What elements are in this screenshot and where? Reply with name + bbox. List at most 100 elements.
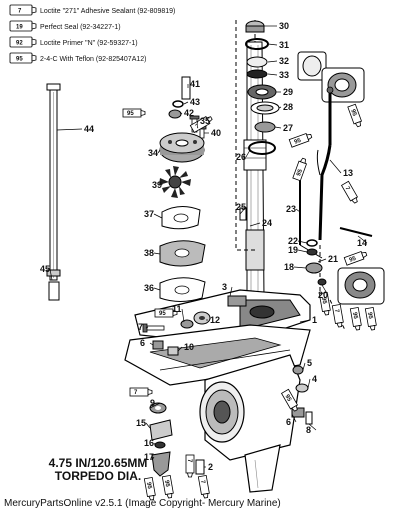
callout-leader-line — [149, 402, 161, 409]
callout-label: 44 — [84, 124, 94, 134]
sealant-tube-icon: 7 — [197, 474, 210, 499]
callout-label: 25 — [236, 202, 246, 212]
callout-label: 15 — [136, 418, 146, 428]
callout-leader-line — [56, 128, 83, 131]
sealant-tube-icon: 95 — [122, 108, 146, 118]
part-10 — [167, 346, 179, 356]
callout-label: 23 — [286, 204, 296, 214]
part-2 — [195, 459, 205, 475]
sealant-tube-number: 95 — [284, 394, 293, 403]
sealant-tube-number: 95 — [320, 297, 327, 305]
sealant-tube-number: 7 — [134, 390, 138, 396]
callout-label: 19 — [288, 245, 298, 255]
sealant-tube-icon: 95 — [154, 308, 178, 318]
callout-leader-line — [307, 378, 311, 389]
legend-tube-number: 95 — [16, 57, 23, 63]
callout-leader-line — [153, 442, 156, 446]
part-34-pump-housing — [159, 132, 205, 163]
part-8 — [305, 411, 313, 425]
part-16 — [154, 441, 166, 449]
sealant-tube-icon: 95 — [364, 306, 377, 331]
gearcase-housing — [124, 289, 311, 493]
callout-label: 7 — [138, 322, 143, 332]
callout-label: 35 — [200, 116, 210, 126]
callout-leader-line — [267, 73, 278, 76]
sealant-tube-icon: 95 — [343, 250, 368, 266]
part-42 — [168, 109, 182, 119]
part-19 — [306, 248, 318, 256]
legend-item: 7 Loctite "271" Adhesive Sealant (92-809… — [9, 4, 175, 16]
callout-leader-line — [153, 287, 161, 291]
callout-label: 29 — [283, 87, 293, 97]
callout-leader-line — [239, 206, 247, 215]
callout-leader-line — [153, 252, 161, 255]
part-18 — [305, 262, 323, 274]
legend-item: 95 2-4-C With Teflon (92-825407A12) — [9, 52, 146, 64]
callout-leader-line — [149, 342, 154, 346]
sealant-tube-icon: 95 — [143, 476, 156, 501]
callout-label: 8 — [306, 425, 311, 435]
callout-leader-line — [308, 423, 317, 431]
callout-label: 43 — [190, 97, 200, 107]
sealant-tube-icon: 95 — [161, 474, 174, 499]
callout-leader-line — [151, 456, 155, 461]
callout-label: 34 — [148, 148, 158, 158]
callout-label: 13 — [343, 168, 353, 178]
part-21-bearing — [337, 267, 385, 305]
sealant-tube-number: 95 — [349, 256, 358, 264]
callout-leader-line — [229, 286, 233, 297]
callout-label: 31 — [279, 40, 289, 50]
callout-leader-line — [177, 346, 183, 352]
part-20 — [317, 278, 327, 286]
sealant-tube-icon: 95 — [288, 132, 313, 148]
driveshaft — [243, 41, 267, 301]
callout-leader-line — [145, 422, 151, 429]
legend-text: Loctite Primer "N" (92-59327-1) — [40, 40, 138, 47]
callout-label: 2 — [208, 462, 213, 472]
callout-leader-line — [295, 208, 301, 213]
callout-label: 11 — [172, 304, 182, 314]
callout-label: 42 — [184, 108, 194, 118]
callout-leader-line — [267, 43, 278, 46]
part-7 — [145, 325, 165, 331]
sealant-tube-number: 7 — [186, 459, 192, 463]
legend-text: 2-4-C With Teflon (92-825407A12) — [40, 56, 146, 63]
sealant-tube-icon: 7 — [129, 387, 153, 397]
sealant-tube-icon: 95 — [349, 306, 362, 331]
water-tube — [46, 83, 61, 301]
sealant-tube-number: 7 — [195, 123, 201, 130]
part-43 — [172, 100, 184, 108]
callout-label: 1 — [312, 315, 317, 325]
callout-label: 41 — [190, 79, 200, 89]
legend-text: Loctite "271" Adhesive Sealant (92-80981… — [40, 8, 175, 15]
legend: 7 Loctite "271" Adhesive Sealant (92-809… — [9, 4, 175, 64]
sealant-tube-number: 95 — [294, 138, 303, 146]
tube-nozzle-icon — [31, 38, 37, 46]
callout-label: 37 — [144, 209, 154, 219]
part-15 — [149, 419, 173, 441]
callout-leader-line — [278, 106, 282, 109]
legend-text: Perfect Seal (92-34227-1) — [40, 24, 121, 31]
sealant-tube-number: 95 — [349, 109, 357, 118]
sealant-tube-icon: 7 — [331, 303, 344, 328]
callout-label: 6 — [140, 338, 145, 348]
callout-label: 6 — [286, 417, 291, 427]
callout-label: 28 — [283, 102, 293, 112]
sealant-tube-number: 95 — [366, 312, 373, 320]
legend-tube-number: 19 — [16, 25, 23, 31]
callout-label: 10 — [184, 342, 194, 352]
callout-leader-line — [157, 149, 161, 154]
sealant-tube-icon: 7 — [185, 454, 195, 478]
callout-leader-line — [329, 159, 342, 174]
sealant-tube-icon: 95 — [280, 388, 299, 412]
callout-label: 33 — [279, 70, 289, 80]
callout-leader-line — [357, 235, 368, 244]
part-5 — [292, 365, 304, 375]
callout-leader-line — [293, 266, 307, 269]
part-26 — [248, 141, 276, 155]
part-33 — [246, 69, 268, 79]
shift-shaft — [316, 86, 334, 241]
callout-label: 20 — [318, 290, 328, 300]
